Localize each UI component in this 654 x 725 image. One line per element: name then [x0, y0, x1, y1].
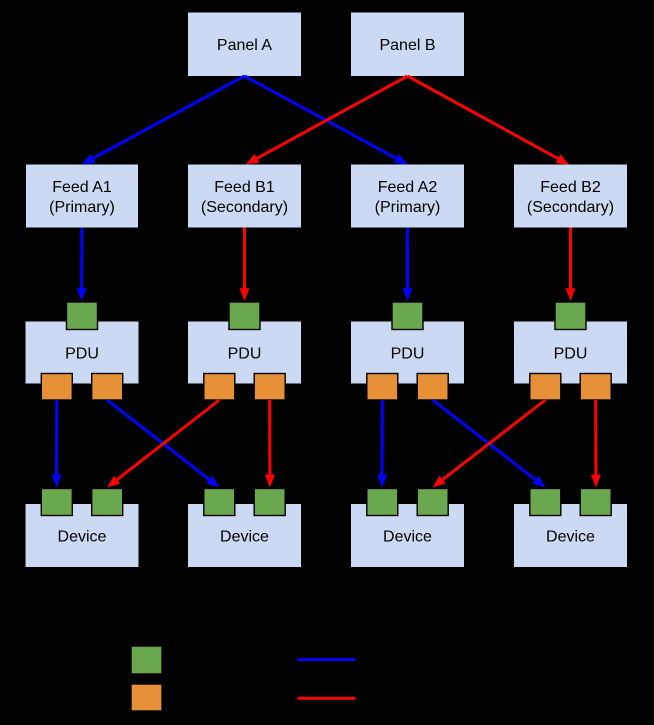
svg-text:PDU: PDU	[65, 345, 99, 362]
svg-text:Device: Device	[546, 528, 595, 545]
svg-text:PDU: PDU	[228, 345, 262, 362]
svg-text:Device: Device	[58, 528, 107, 545]
svg-text:(Primary): (Primary)	[375, 199, 441, 216]
svg-text:(Secondary): (Secondary)	[201, 199, 288, 216]
svg-text:(Secondary): (Secondary)	[527, 199, 614, 216]
svg-text:PDU: PDU	[391, 345, 425, 362]
svg-text:Feed A2: Feed A2	[378, 179, 438, 196]
svg-text:Device: Device	[220, 528, 269, 545]
svg-text:Feed B1: Feed B1	[214, 179, 275, 196]
svg-text:Panel A: Panel A	[217, 37, 272, 54]
svg-text:Panel B: Panel B	[379, 37, 435, 54]
svg-text:Feed A1: Feed A1	[52, 179, 112, 196]
svg-text:(Primary): (Primary)	[49, 199, 115, 216]
svg-text:Device: Device	[383, 528, 432, 545]
svg-text:Feed B2: Feed B2	[540, 179, 601, 196]
svg-text:PDU: PDU	[554, 345, 588, 362]
